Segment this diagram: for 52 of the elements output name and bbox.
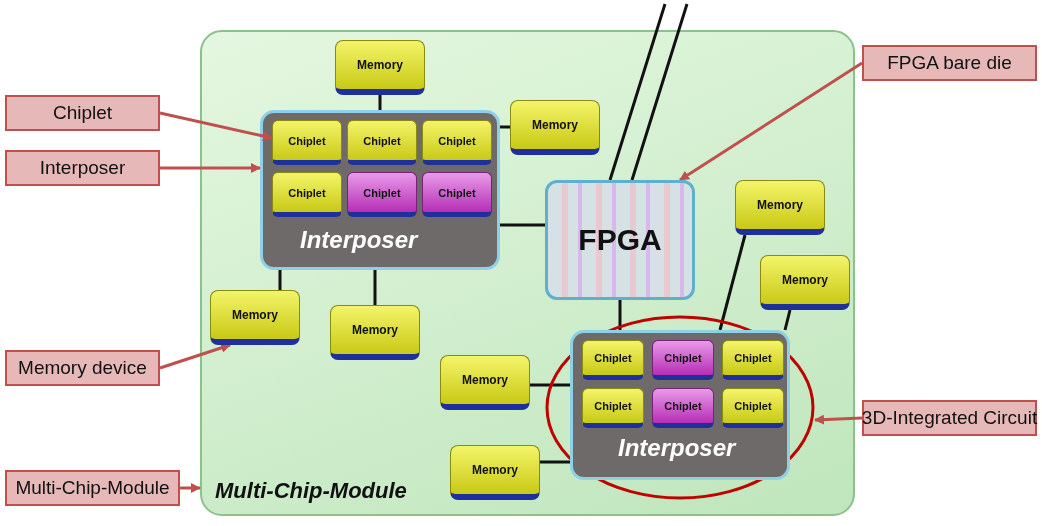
wire [608, 3, 667, 181]
callout-box: FPGA bare die [862, 45, 1037, 81]
memory-chip: Memory [330, 305, 420, 360]
chiplet: Chiplet [422, 172, 492, 217]
callout-box: Chiplet [5, 95, 160, 131]
wire [630, 3, 689, 181]
wire [718, 234, 747, 331]
memory-chip: Memory [760, 255, 850, 310]
memory-chip: Memory [735, 180, 825, 235]
chiplet: Chiplet [272, 120, 342, 165]
callout-box: 3D-Integrated Circuit [862, 400, 1037, 436]
wire [278, 270, 282, 290]
callout-box: Interposer [5, 150, 160, 186]
wire [378, 95, 382, 110]
leader-arrow [160, 163, 261, 173]
wire [500, 223, 545, 227]
chiplet: Chiplet [272, 172, 342, 217]
interposer [570, 330, 790, 480]
callout-box: Multi-Chip-Module [5, 470, 180, 506]
chiplet: Chiplet [422, 120, 492, 165]
memory-chip: Memory [440, 355, 530, 410]
leader-arrow [679, 61, 863, 182]
interposer-label: Interposer [300, 226, 418, 254]
wire [783, 309, 792, 331]
chiplet: Chiplet [652, 340, 714, 380]
interposer [260, 110, 500, 270]
interposer-label: Interposer [618, 434, 736, 462]
chiplet: Chiplet [722, 340, 784, 380]
leader-arrow [814, 414, 863, 425]
chiplet: Chiplet [722, 388, 784, 428]
fpga-die: FPGA [545, 180, 695, 300]
wire [618, 300, 622, 330]
memory-chip: Memory [510, 100, 600, 155]
chiplet: Chiplet [347, 172, 417, 217]
chiplet: Chiplet [652, 388, 714, 428]
wire [500, 125, 510, 129]
module-label: Multi-Chip-Module [215, 478, 407, 504]
memory-chip: Memory [450, 445, 540, 500]
wire [373, 270, 377, 305]
leader-arrow [159, 111, 273, 141]
chiplet: Chiplet [582, 340, 644, 380]
callout-box: Memory device [5, 350, 160, 386]
leader-arrow [180, 483, 201, 493]
leader-arrow [159, 343, 231, 370]
chiplet: Chiplet [582, 388, 644, 428]
memory-chip: Memory [335, 40, 425, 95]
chiplet: Chiplet [347, 120, 417, 165]
highlight-ellipse [545, 315, 815, 500]
wire [540, 460, 570, 464]
wire [530, 383, 570, 387]
module-board [200, 30, 855, 516]
memory-chip: Memory [210, 290, 300, 345]
